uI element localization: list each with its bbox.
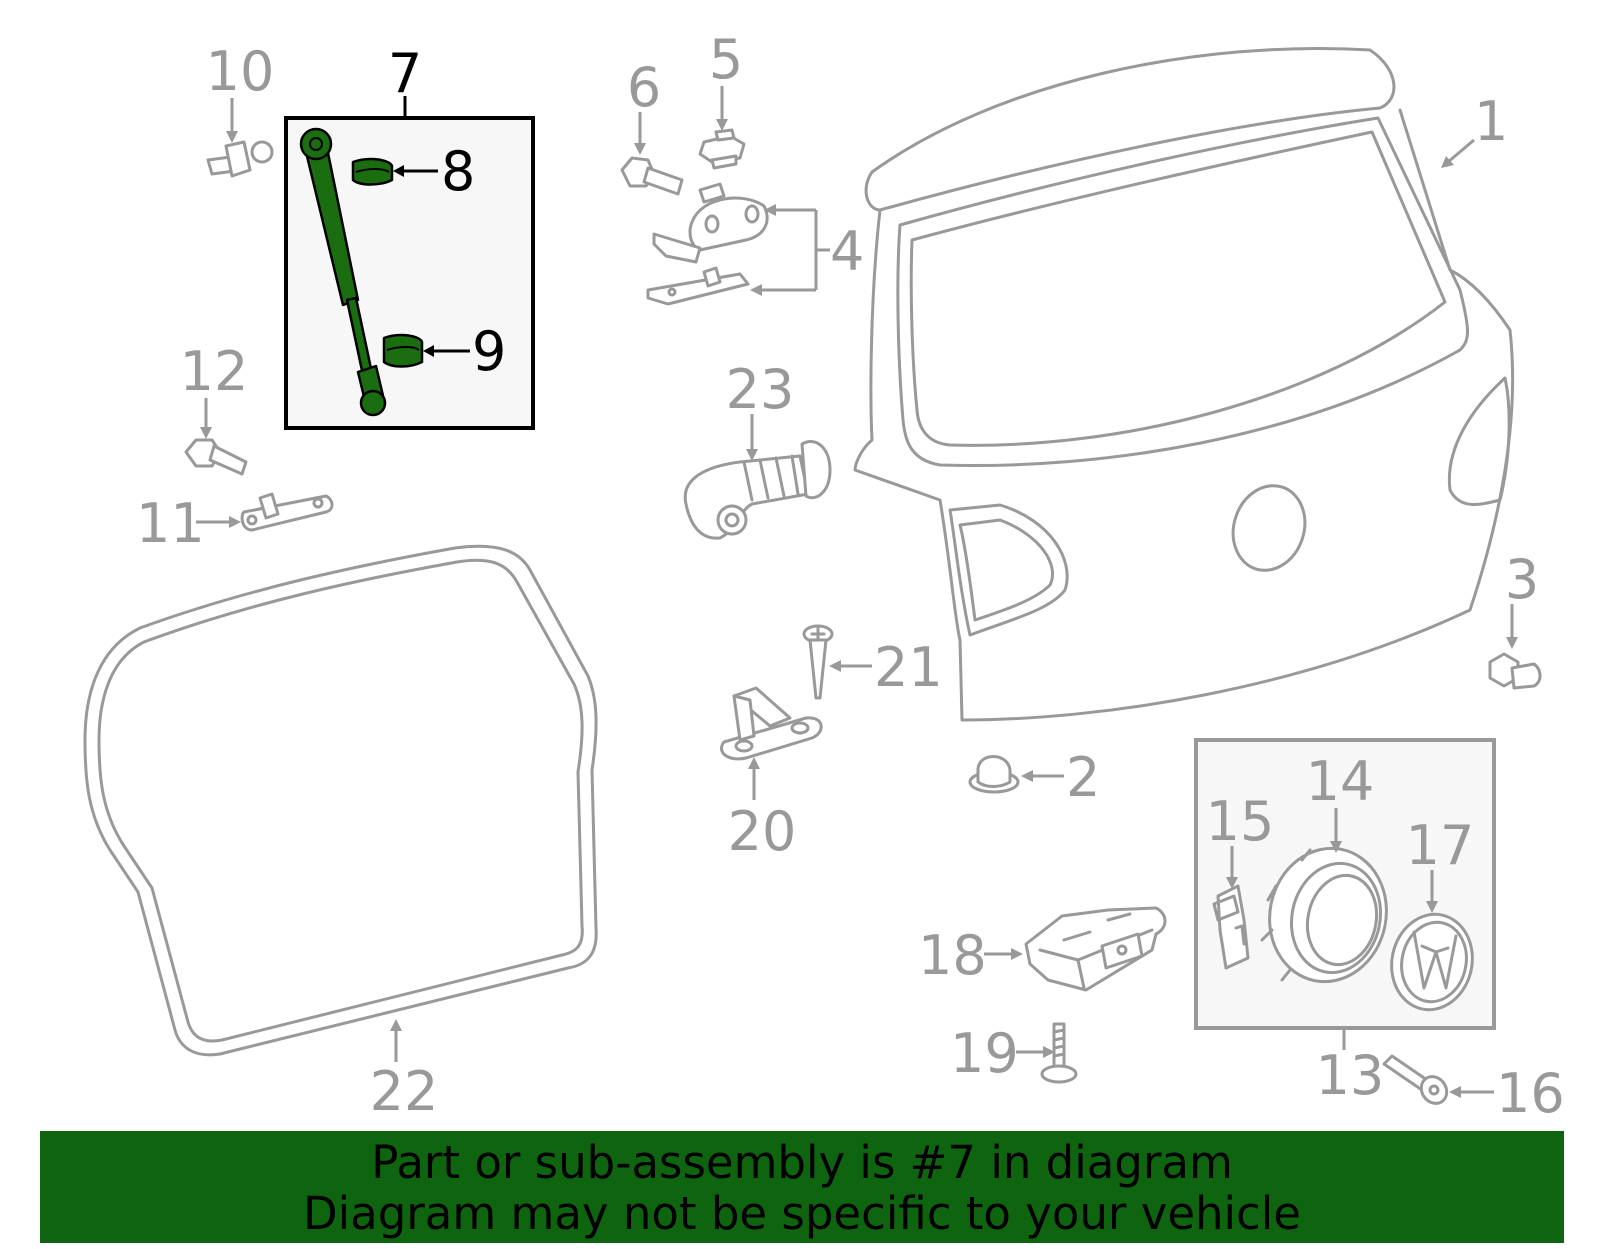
callout-7: 7: [388, 42, 422, 105]
info-banner: Part or sub-assembly is #7 in diagram Di…: [40, 1131, 1564, 1243]
clip-9-part: [382, 333, 424, 368]
screw-16-part: [1382, 1054, 1449, 1105]
bracket-11-part: [240, 492, 334, 532]
banner-line-2: Diagram may not be specific to your vehi…: [303, 1187, 1301, 1240]
latch-18-part: [1024, 906, 1167, 992]
callout-18: 18: [918, 924, 987, 987]
bumper-stop-2-part: [968, 755, 1020, 794]
callout-9: 9: [472, 320, 506, 383]
callout-16: 16: [1496, 1062, 1565, 1125]
callout-1: 1: [1474, 90, 1508, 153]
callout-6: 6: [627, 56, 661, 119]
callout-23: 23: [726, 358, 795, 421]
callout-2: 2: [1066, 746, 1100, 809]
callout-8: 8: [441, 140, 475, 203]
liftgate-part: [853, 47, 1515, 722]
nut-3-part: [1488, 652, 1542, 690]
bolt-19-part: [1040, 1022, 1078, 1084]
callout-15: 15: [1206, 790, 1275, 853]
emblem-housing-14-part: [1260, 846, 1388, 984]
nut-5-part: [698, 128, 746, 170]
callout-17: 17: [1406, 814, 1475, 877]
callout-11: 11: [136, 492, 205, 555]
callout-20: 20: [728, 800, 797, 863]
bolt-12-part: [184, 438, 248, 476]
grommet-23-part: [683, 440, 832, 540]
callout-19: 19: [950, 1022, 1019, 1085]
callout-22: 22: [370, 1060, 439, 1123]
emblem-17-part: [1390, 912, 1474, 1012]
callout-13: 13: [1316, 1044, 1385, 1107]
banner-line-1: Part or sub-assembly is #7 in diagram: [371, 1136, 1233, 1189]
gas-strut-part: [299, 127, 387, 417]
striker-20-part: [720, 686, 823, 761]
callout-12: 12: [180, 340, 249, 403]
ball-stud-10-part: [206, 140, 274, 178]
callout-21: 21: [874, 636, 943, 699]
bolt-6-part: [620, 156, 684, 196]
weatherstrip-22-part: [83, 544, 598, 1057]
callout-10: 10: [206, 40, 275, 103]
hinge-4-part: [646, 182, 769, 306]
screw-21-part: [802, 624, 834, 700]
callout-5: 5: [709, 28, 743, 91]
clip-15-part: [1212, 884, 1250, 970]
clip-8-part: [351, 157, 394, 186]
callout-3: 3: [1505, 548, 1539, 611]
callout-14: 14: [1306, 750, 1375, 813]
callout-4: 4: [830, 220, 864, 283]
